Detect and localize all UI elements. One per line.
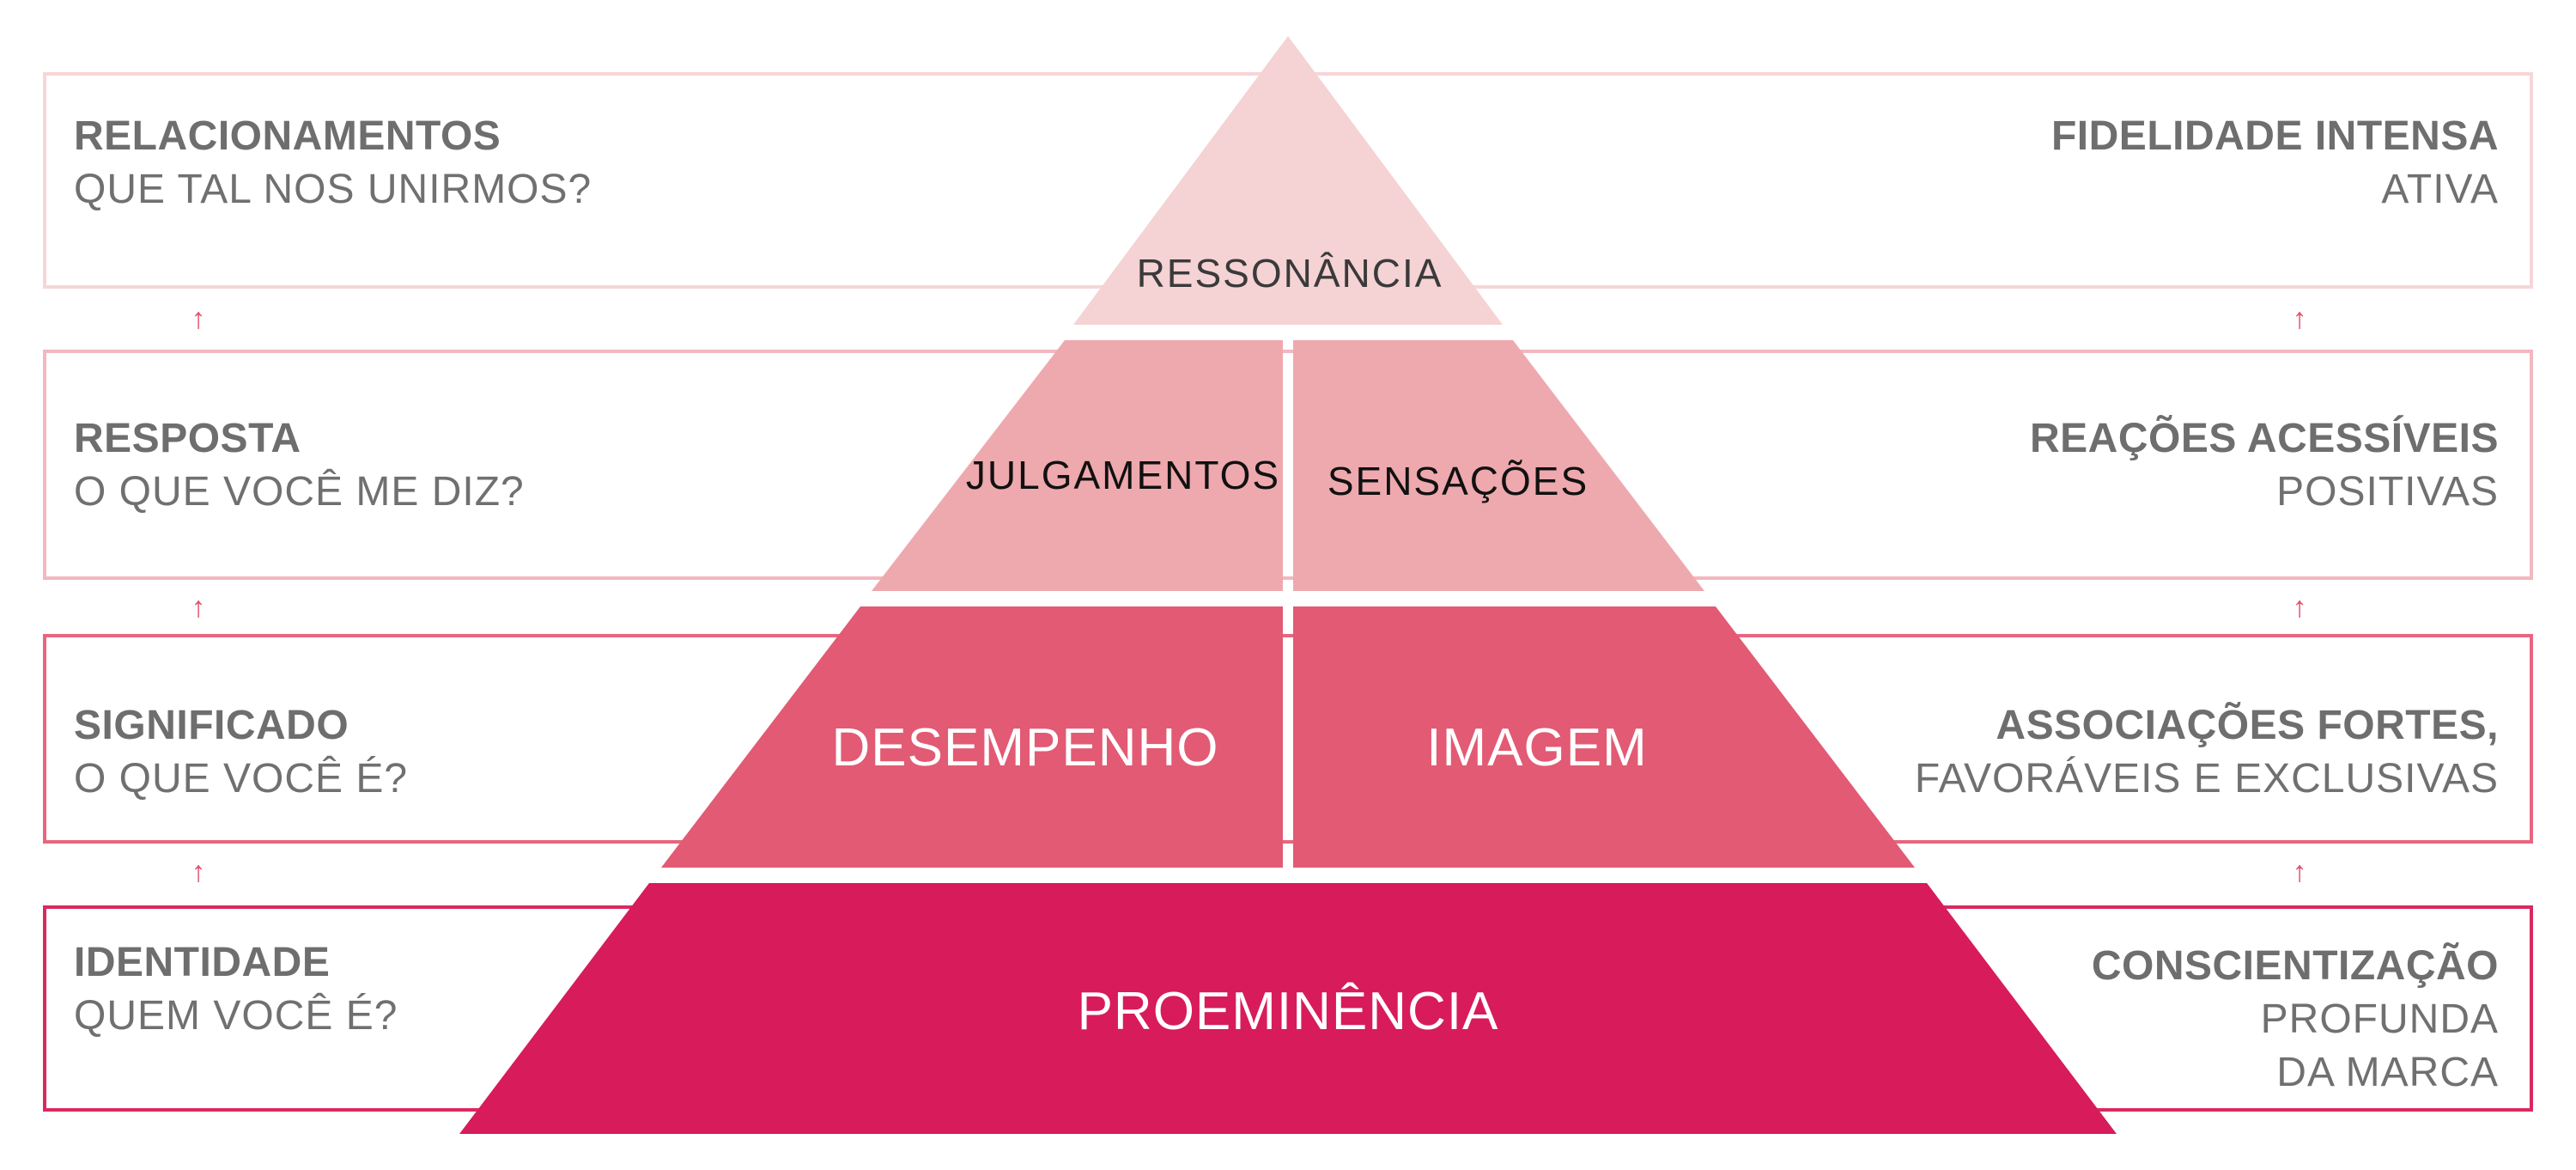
right-label-subtitle: PROFUNDA [2260, 996, 2499, 1042]
left-label-title: SIGNIFICADO [74, 703, 349, 748]
left-label-subtitle: O QUE VOCÊ É? [74, 756, 409, 801]
right-label-title: FIDELIDADE INTENSA [2050, 113, 2499, 159]
arrow-up-icon: ↑ [191, 302, 206, 335]
left-label-response: RESPOSTA O QUE VOCÊ ME DIZ? [74, 412, 525, 519]
pyramid-level-feelings [1293, 340, 1704, 591]
pyramid-level-imagery [1293, 606, 1915, 868]
arrow-up-icon: ↑ [2292, 302, 2307, 335]
label-performance: DESEMPENHO [832, 718, 1219, 777]
left-label-meaning: SIGNIFICADO O QUE VOCÊ É? [74, 699, 408, 806]
label-resonance: RESSONÂNCIA [1137, 251, 1443, 296]
right-label-subtitle: ATIVA [2381, 167, 2499, 212]
right-label-loyalty: FIDELIDADE INTENSA ATIVA [2051, 110, 2499, 216]
pyramid-level-resonance [1073, 36, 1503, 325]
left-label-subtitle: O QUE VOCÊ ME DIZ? [74, 469, 525, 515]
right-label-title: ASSOCIAÇÕES FORTES, [1996, 703, 2499, 748]
arrow-up-icon: ↑ [191, 591, 206, 624]
left-label-subtitle: QUEM VOCÊ É? [74, 993, 398, 1039]
right-label-title: REAÇÕES ACESSÍVEIS [2029, 416, 2499, 461]
arrow-up-icon: ↑ [2292, 591, 2307, 624]
pyramid-level-performance [661, 606, 1283, 868]
left-label-subtitle: QUE TAL NOS UNIRMOS? [74, 167, 592, 212]
left-label-title: IDENTIDADE [74, 940, 331, 985]
right-label-subtitle: FAVORÁVEIS E EXCLUSIVAS [1914, 756, 2499, 801]
arrow-up-icon: ↑ [2292, 856, 2307, 888]
label-imagery: IMAGEM [1426, 718, 1647, 777]
label-judgments: JULGAMENTOS [966, 453, 1280, 497]
right-label-subtitle: POSITIVAS [2276, 469, 2499, 515]
left-label-title: RELACIONAMENTOS [74, 113, 501, 159]
row-box-response [43, 350, 2533, 580]
left-label-identity: IDENTIDADE QUEM VOCÊ É? [74, 936, 398, 1043]
right-label-reactions: REAÇÕES ACESSÍVEIS POSITIVAS [2030, 412, 2499, 519]
arrow-up-icon: ↑ [191, 856, 206, 888]
right-label-subtitle-2: DA MARCA [2276, 1050, 2499, 1095]
row-box-meaning [43, 634, 2533, 844]
right-label-title: CONSCIENTIZAÇÃO [2091, 943, 2499, 989]
left-label-relationships: RELACIONAMENTOS QUE TAL NOS UNIRMOS? [74, 110, 592, 216]
right-label-associations: ASSOCIAÇÕES FORTES, FAVORÁVEIS E EXCLUSI… [1915, 699, 2499, 806]
label-feelings: SENSAÇÕES [1327, 459, 1589, 503]
pyramid-level-judgments [872, 340, 1283, 591]
left-label-title: RESPOSTA [74, 416, 301, 461]
label-salience: PROEMINÊNCIA [1078, 982, 1499, 1041]
right-label-awareness: CONSCIENTIZAÇÃO PROFUNDA DA MARCA [2092, 940, 2499, 1100]
pyramid-level-salience [459, 883, 2117, 1134]
